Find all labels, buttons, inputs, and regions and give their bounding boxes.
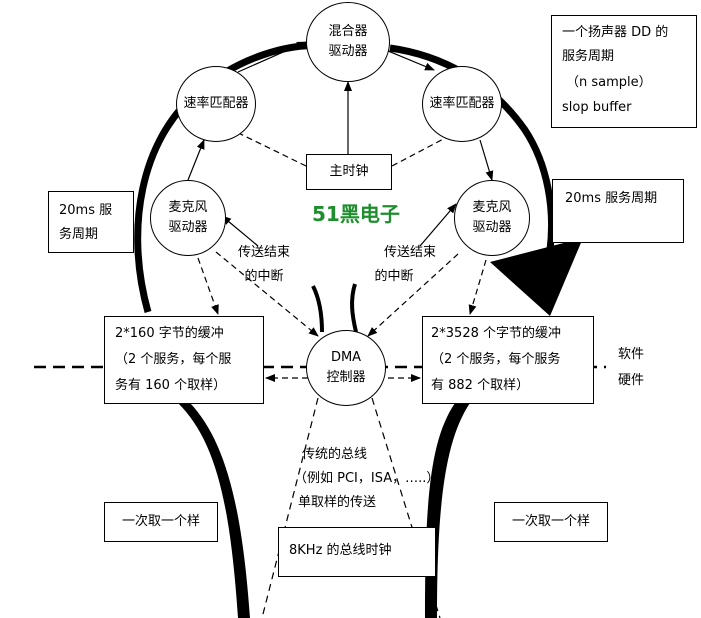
arrow-left-mic-to-rate [187,139,205,181]
mixer-driver-node: 混合器 驱动器 [306,2,390,82]
mic-driver-left-label-2: 驱动器 [168,220,208,235]
arrow-left-rate-to-mixer [237,41,307,73]
bus-clock-box: 8KHz 的总线时钟 [278,527,436,577]
rate-matcher-left-label: 速率匹配器 [183,96,249,111]
dashed-bus-left [261,397,319,618]
right-buffer-line-1: 2*3528 个字节的缓冲 [431,326,561,341]
right-one-sample-label: 一次取一个样 [511,514,590,529]
speaker-service-note: 一个扬声器 DD 的 服务周期 （n sample） slop buffer [551,15,697,128]
software-label: 软件 [618,347,645,362]
left-buffer-line-1: 2*160 字节的缓冲 [115,326,224,341]
dashed-left-mic-to-buffer [197,257,219,315]
dma-curve-right [350,283,358,333]
right-one-sample-box: 一次取一个样 [494,502,608,542]
hardware-label: 硬件 [618,373,645,388]
bus-desc-line-1: 传统的总线 [302,447,368,462]
bus-desc-line-2: （例如 PCI，ISA，…..） [294,471,440,486]
left-hardware-curve [178,403,250,618]
rate-matcher-right-label: 速率匹配器 [429,96,495,111]
bus-clock-label: 8KHz 的总线时钟 [289,543,392,558]
dashed-right-mic-to-buffer [468,259,487,315]
mic-driver-left-label-1: 麦克风 [168,200,208,215]
right-service-period-label: 20ms 服务周期 [565,191,658,206]
right-service-period-note: 20ms 服务周期 [552,179,684,243]
master-clock-label: 主时钟 [329,164,369,179]
left-service-period-line-1: 20ms 服 [59,203,113,218]
left-service-period-note: 20ms 服 务周期 [48,191,134,253]
rate-matcher-right-node: 速率匹配器 [422,66,502,142]
left-one-sample-box: 一次取一个样 [104,502,218,542]
left-buffer-line-3: 务有 160 个取样） [115,378,227,393]
arrow-right-rate-to-mic [479,139,494,181]
dashed-right-mic-to-dma [367,253,459,337]
dma-controller-label-2: 控制器 [326,370,366,385]
dma-controller-node: DMA 控制器 [306,330,386,406]
right-hardware-curve [425,403,470,618]
interrupt-left-line-2: 的中断 [244,269,284,284]
mic-driver-left-node: 麦克风 驱动器 [150,180,226,256]
left-service-period-line-2: 务周期 [59,227,99,242]
interrupt-right-line-1: 传送结束 [383,245,436,260]
speaker-note-line-2: 服务周期 [562,49,615,64]
speaker-note-line-1: 一个扬声器 DD 的 [562,25,669,40]
dashed-bus-right [371,397,441,618]
rate-matcher-left-node: 速率匹配器 [176,66,256,142]
left-buffer-line-2: （2 个服务，每个服 [115,352,232,367]
mic-driver-right-node: 麦克风 驱动器 [454,180,530,256]
dashed-left-mic-to-dma [215,251,319,337]
interrupt-right-line-2: 的中断 [374,269,414,284]
speaker-note-line-4: slop buffer [562,100,632,115]
interrupt-left-line-1: 传送结束 [237,245,290,260]
mixer-driver-label-2: 驱动器 [328,44,368,59]
speaker-note-line-3: （n sample） [566,75,652,90]
right-buffer-box: 2*3528 个字节的缓冲 （2 个服务，每个服务 有 882 个取样） [422,316,594,404]
right-buffer-line-2: （2 个服务，每个服务 [431,352,561,367]
mixer-driver-label-1: 混合器 [328,24,368,39]
dma-controller-label-1: DMA [330,350,362,365]
bus-desc-line-3: 单取样的传送 [298,495,377,510]
left-buffer-box: 2*160 字节的缓冲 （2 个服务，每个服 务有 160 个取样） [104,316,264,404]
arrow-interrupt-to-left-mic [221,215,259,247]
dashed-clock-to-left-rate [221,124,307,167]
left-one-sample-label: 一次取一个样 [121,514,200,529]
right-service-arc [389,44,555,251]
right-buffer-line-3: 有 882 个取样） [431,378,530,393]
arrow-interrupt-to-right-mic [419,203,457,247]
mic-driver-right-label-1: 麦克风 [472,200,512,215]
right-service-arrowhead [490,238,583,316]
master-clock-box: 主时钟 [306,154,392,190]
dma-curve-left [311,285,324,333]
watermark-51hei: 51黑电子 [312,202,400,226]
mic-driver-right-label-2: 驱动器 [472,220,512,235]
